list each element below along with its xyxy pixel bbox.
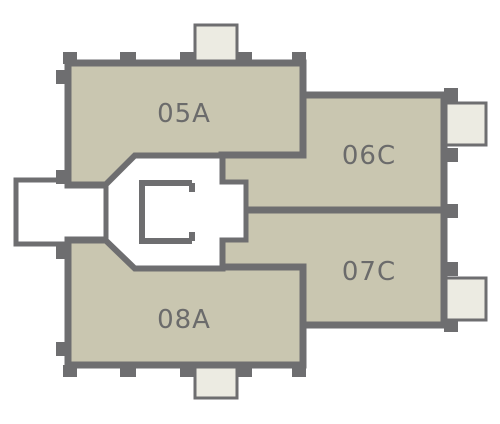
core-inner-gap: [186, 192, 198, 232]
unit-label-07c: 07C: [342, 257, 396, 287]
balcony-top: [193, 23, 239, 65]
unit-label-08a: 08A: [157, 305, 211, 335]
unit-label-05a: 05A: [157, 99, 211, 129]
balcony-left: [13, 177, 109, 247]
wall-columns: [56, 52, 458, 377]
balcony-right-lower: [444, 276, 488, 322]
unit-label-06c: 06C: [342, 141, 396, 171]
balcony-right-upper: [444, 101, 488, 147]
